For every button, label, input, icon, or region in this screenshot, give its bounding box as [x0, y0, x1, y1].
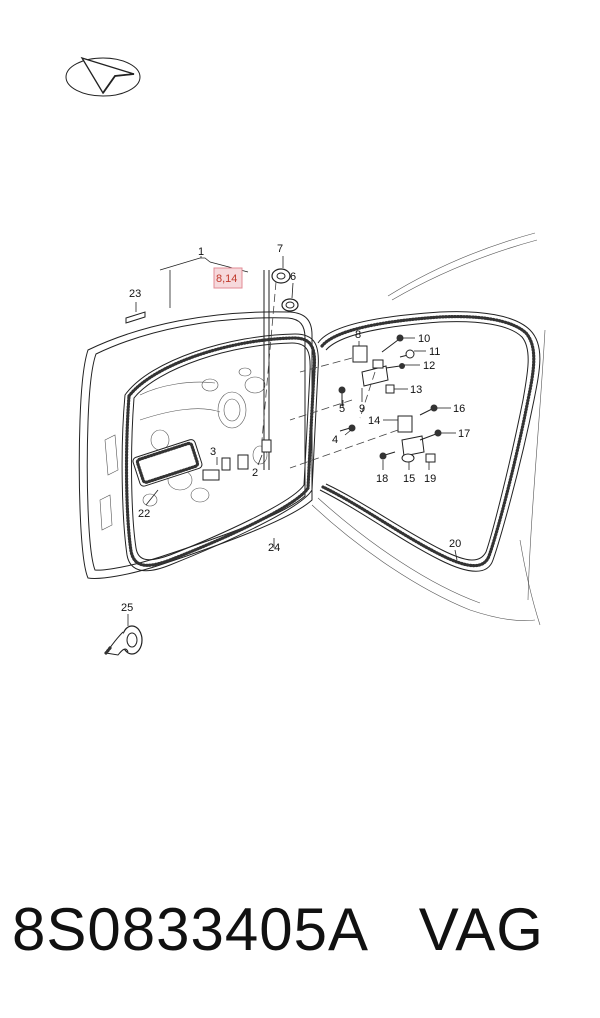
lock-parts [202, 439, 272, 481]
part-number: 8S0833405A [12, 896, 366, 963]
label-23: 23 [129, 288, 141, 300]
clip-part-23 [125, 311, 146, 324]
lower-hinge [397, 415, 436, 463]
label-19: 19 [424, 473, 436, 485]
label-8: 8 [355, 329, 361, 341]
label-1: 1 [198, 246, 204, 258]
car-body-outline [311, 232, 546, 626]
door-shell [78, 270, 313, 579]
label-25: 25 [121, 602, 133, 614]
label-12: 12 [423, 360, 435, 372]
label-24: 24 [268, 542, 280, 554]
grommet-part-7 [271, 268, 291, 284]
label-6: 6 [290, 271, 296, 283]
grommet-part-6 [281, 298, 299, 312]
label-2: 2 [252, 467, 258, 479]
footer-spacer [366, 896, 419, 963]
part-number-footer: 8S0833405A VAG [12, 895, 544, 964]
label-16: 16 [453, 403, 465, 415]
label-9: 9 [359, 403, 365, 415]
callout-lines [127, 256, 458, 626]
label-3: 3 [210, 446, 216, 458]
tape-roll-part-25 [104, 625, 143, 656]
door-seal [121, 333, 319, 572]
label-20: 20 [449, 538, 461, 550]
label-11: 11 [429, 346, 440, 358]
label-7: 7 [277, 243, 283, 255]
label-15: 15 [403, 473, 415, 485]
label-18: 18 [376, 473, 388, 485]
label-22: 22 [138, 508, 150, 520]
door-opening-seal [317, 311, 541, 572]
brand: VAG [418, 896, 544, 963]
label-10: 10 [418, 333, 430, 345]
direction-arrow-logo-icon [65, 56, 141, 97]
label-14: 14 [368, 415, 380, 427]
label-17: 17 [458, 428, 470, 440]
bolts [338, 334, 442, 460]
label-4: 4 [332, 434, 338, 446]
label-13: 13 [410, 384, 422, 396]
label-ref: 8,14 [216, 273, 237, 285]
upper-hinge [352, 345, 389, 387]
part-labels: 1 8,14 7 6 23 8 10 11 12 13 5 9 14 16 17… [121, 243, 470, 614]
reference-highlight [213, 267, 243, 289]
label-5: 5 [339, 403, 345, 415]
